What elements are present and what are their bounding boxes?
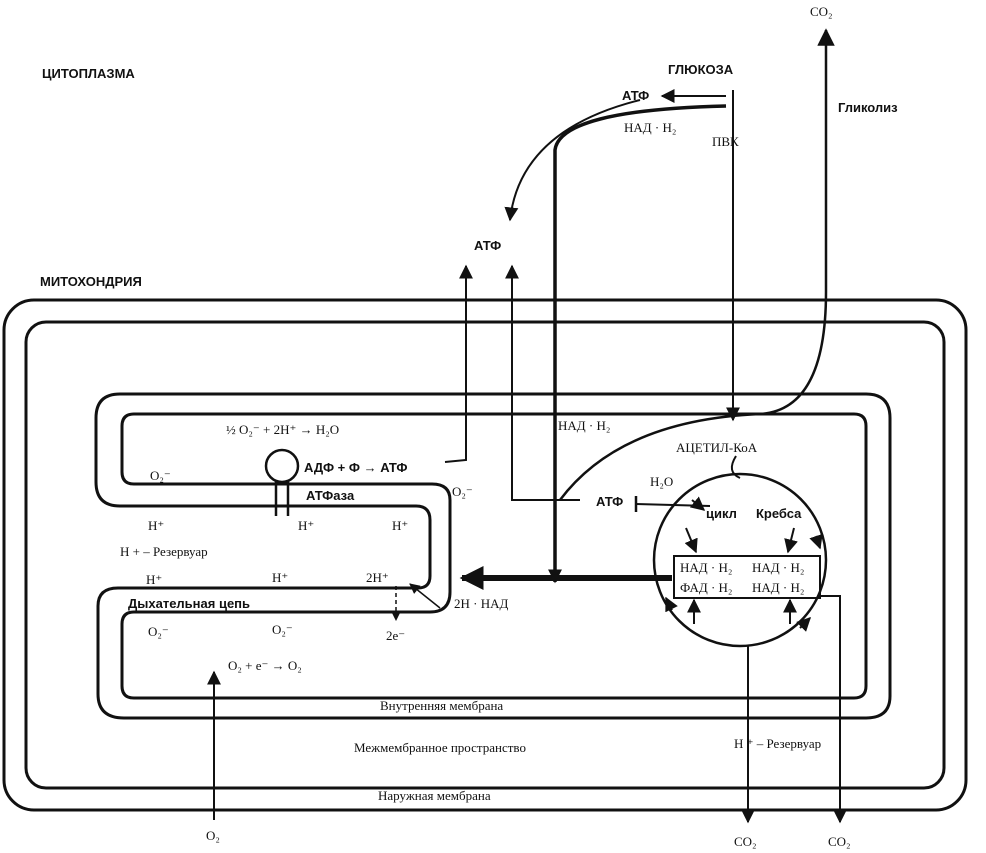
h-plus-3: H⁺: [392, 518, 408, 533]
h-plus-2: H⁺: [298, 518, 314, 533]
h-plus-5: H⁺: [272, 570, 288, 585]
box-nad2: НАД · H₂: [752, 560, 804, 575]
krebs-label: Кребса: [756, 506, 802, 521]
h-reservoir-left-label: H + – Резервуар: [120, 544, 208, 559]
atfase-label: АТФаза: [306, 488, 355, 503]
two-e-label: 2e⁻: [386, 628, 405, 643]
pvk-label: ПВК: [712, 134, 739, 149]
h-plus-1: H⁺: [148, 518, 164, 533]
o2minus-4: O₂⁻: [272, 622, 293, 637]
co2-top-label: CO₂: [810, 4, 833, 19]
box-nad1: НАД · H₂: [680, 560, 732, 575]
adf-equation: АДФ + Ф → АТФ: [304, 460, 407, 475]
o2minus-3: O₂⁻: [148, 624, 169, 639]
atf-out-arrow: [444, 264, 473, 463]
co2-out-arrow-2: [820, 595, 847, 824]
intermembrane-label: Межмембранное пространство: [354, 740, 526, 755]
half-o2-equation: ½ O₂⁻ + 2H⁺ → H₂O: [226, 422, 339, 437]
atf-mid-label: АТФ: [474, 238, 501, 253]
atf-krebs-line: [635, 503, 711, 507]
inner-membrane: [94, 392, 892, 720]
h-plus-4: H⁺: [146, 572, 162, 587]
o2-bottom-label: O₂: [206, 828, 220, 843]
inner-membrane-label: Внутренняя мембрана: [380, 698, 503, 713]
krebs-cycle-circle: [652, 472, 828, 648]
nadh2-down-arrow: [548, 104, 727, 584]
glycolysis-label: Гликолиз: [838, 100, 898, 115]
respiratory-chain-label: Дыхательная цепь: [128, 596, 250, 611]
outer-membrane-label: Наружная мембрана: [378, 788, 491, 803]
h-reservoir-right-label: H ⁺ – Резервуар: [734, 736, 821, 751]
h2o-label: H₂O: [650, 474, 673, 489]
o2minus-left-label: O₂⁻: [150, 468, 171, 483]
nadh2-mid-label: НАД · H₂: [558, 418, 610, 433]
glucose-label: ГЛЮКОЗА: [668, 62, 734, 77]
nad-fad-box: [673, 555, 821, 599]
box-nad3: НАД · H₂: [752, 580, 804, 595]
acetyl-coa-label: АЦЕТИЛ-КоА: [676, 440, 758, 455]
nadh2-top-label: НАД · H₂: [624, 120, 676, 135]
cycle-label: цикл: [706, 506, 737, 521]
cytoplasm-label: ЦИТОПЛАЗМА: [42, 66, 135, 81]
acetyl-to-cycle-arrow: [730, 455, 741, 479]
box-fad: ФАД · H₂: [680, 580, 732, 595]
o2minus-right-label: O₂⁻: [452, 484, 473, 499]
atf-krebs-label: АТФ: [596, 494, 623, 509]
co2-bottom-2: CO₂: [828, 834, 851, 849]
co2-bottom-1: CO₂: [734, 834, 757, 849]
krebs-arrow: [665, 596, 678, 613]
glycolysis-curve: [559, 291, 828, 501]
atf-top-label: АТФ: [622, 88, 649, 103]
atpase-icon: [264, 448, 300, 516]
krebs-arrow: [796, 617, 811, 632]
two-h-plus-label: 2H⁺: [366, 570, 389, 585]
mitochondria-label: МИТОХОНДРИЯ: [40, 274, 142, 289]
atf-curve-arrow: [504, 99, 641, 222]
krebs-arrow: [809, 533, 823, 550]
outer-membrane: [2, 298, 968, 812]
o2-e-equation: O₂ + e⁻ → O₂: [228, 658, 302, 673]
atf-krebs-out-arrow: [505, 264, 580, 501]
two-h-nad-label: 2H · НАД: [454, 596, 508, 611]
